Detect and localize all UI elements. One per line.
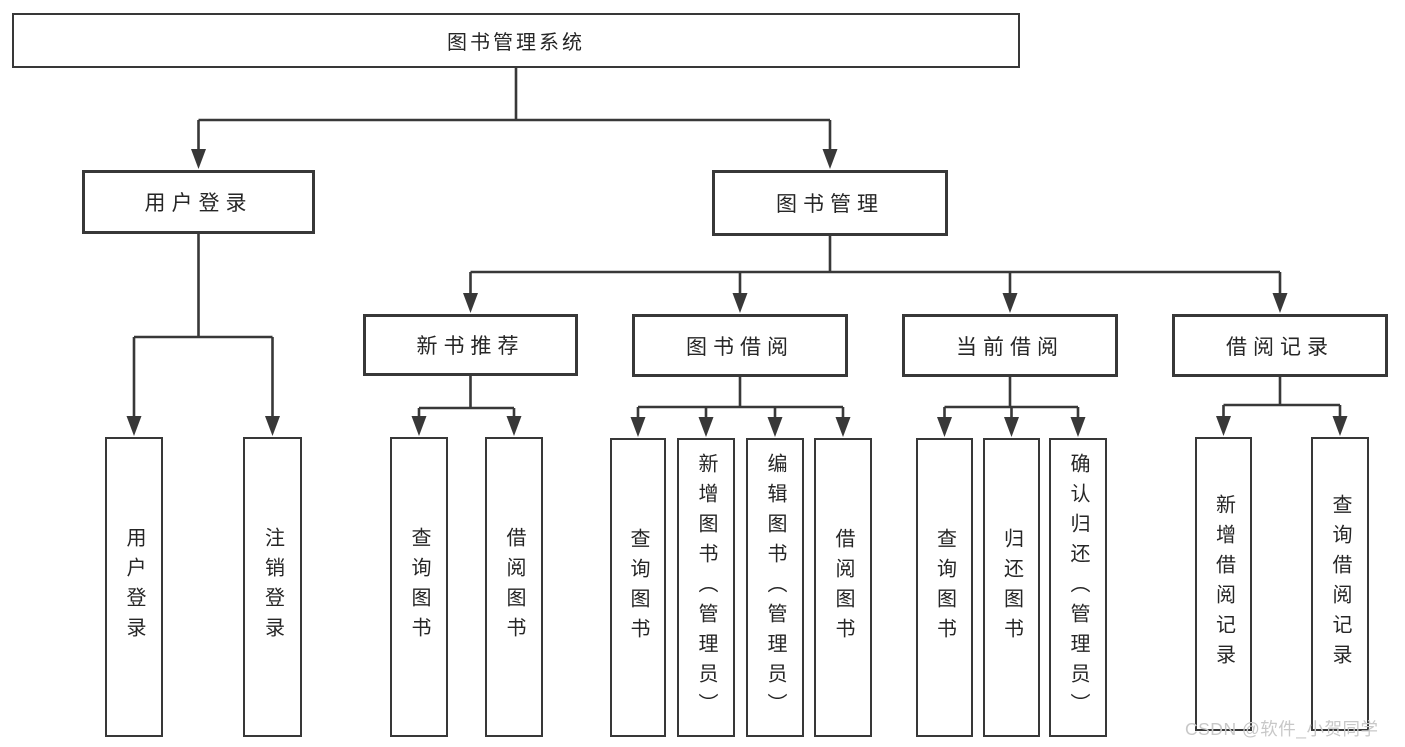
node-user-login: 用户登录: [82, 170, 315, 234]
arrowhead-icon: [191, 149, 206, 169]
node-new-book-rec: 新书推荐: [363, 314, 578, 376]
arrowhead-icon: [835, 417, 851, 437]
node-leaf-user-login: 用户登录: [105, 437, 163, 737]
node-label: 借阅图书: [832, 527, 854, 648]
node-label: 用户登录: [144, 192, 253, 215]
arrowhead-icon: [506, 416, 522, 436]
csdn-watermark: CSDN @软件_小贺同学: [1185, 719, 1379, 739]
arrowhead-icon: [1216, 416, 1231, 436]
arrowhead-icon: [732, 293, 748, 313]
node-label: 图书管理系统: [447, 32, 585, 54]
node-leaf-add-record: 新增借阅记录: [1195, 437, 1252, 731]
arrowhead-icon: [767, 417, 783, 437]
arrowhead-icon: [1070, 417, 1086, 437]
node-leaf-edit-book: 编辑图书（管理员）: [746, 438, 804, 737]
node-leaf-add-book: 新增图书（管理员）: [677, 438, 735, 737]
node-leaf-query-book-1: 查询图书: [390, 437, 448, 737]
arrowhead-icon: [822, 149, 838, 169]
node-leaf-query-record: 查询借阅记录: [1311, 437, 1369, 731]
node-leaf-confirm-return: 确认归还（管理员）: [1049, 438, 1107, 737]
node-leaf-query-book-2: 查询图书: [610, 438, 666, 737]
node-label: 编辑图书（管理员）: [764, 452, 786, 723]
node-label: 归还图书: [1000, 527, 1023, 648]
node-label: 用户登录: [123, 527, 145, 647]
node-leaf-logout: 注销登录: [243, 437, 302, 737]
node-current-borrow: 当前借阅: [902, 314, 1118, 377]
arrowhead-icon: [265, 416, 280, 436]
arrowhead-icon: [1002, 293, 1018, 313]
node-label: 借阅记录: [1226, 335, 1334, 359]
node-label: 新书推荐: [416, 335, 525, 358]
node-label: 图书借阅: [686, 335, 794, 359]
node-label: 查询图书: [408, 527, 430, 647]
arrowhead-icon: [1332, 416, 1348, 436]
node-leaf-borrow-book-1: 借阅图书: [485, 437, 543, 737]
arrowhead-icon: [937, 417, 952, 437]
arrowhead-icon: [411, 416, 427, 436]
node-book-borrow: 图书借阅: [632, 314, 848, 377]
node-label: 图书管理: [776, 193, 884, 216]
node-label: 确认归还（管理员）: [1067, 452, 1089, 723]
node-label: 查询图书: [933, 527, 956, 648]
arrowhead-icon: [1004, 417, 1019, 437]
node-label: 当前借阅: [956, 335, 1064, 359]
node-leaf-query-book-3: 查询图书: [916, 438, 973, 737]
node-leaf-return-book: 归还图书: [983, 438, 1040, 737]
node-label: 查询图书: [627, 527, 649, 648]
node-leaf-borrow-book-2: 借阅图书: [814, 438, 872, 737]
node-label: 注销登录: [261, 527, 284, 647]
node-book-mgmt: 图书管理: [712, 170, 948, 236]
node-label: 借阅图书: [503, 527, 525, 647]
node-label: 查询借阅记录: [1329, 494, 1351, 674]
node-label: 新增图书（管理员）: [695, 452, 717, 723]
arrowhead-icon: [1272, 293, 1288, 313]
arrowhead-icon: [698, 417, 714, 437]
arrowhead-icon: [630, 417, 646, 437]
node-label: 新增借阅记录: [1212, 494, 1235, 674]
arrowhead-icon: [463, 293, 478, 313]
arrowhead-icon: [126, 416, 142, 436]
node-borrow-records: 借阅记录: [1172, 314, 1388, 377]
node-root: 图书管理系统: [12, 13, 1020, 68]
